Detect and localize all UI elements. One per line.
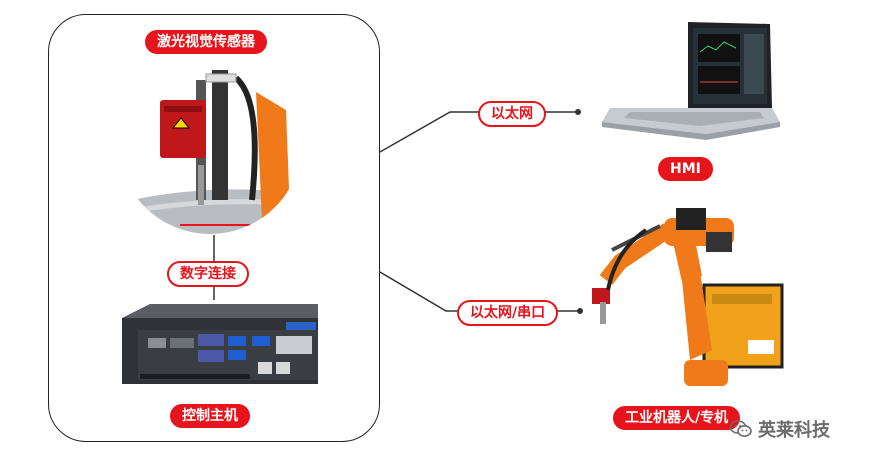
connector-dot-hmi [575, 109, 581, 115]
sensor-label: 激光视觉传感器 [145, 30, 267, 54]
robot-image [592, 208, 784, 386]
ethernet-serial-label: 以太网/串口 [457, 300, 559, 326]
watermark-text: 英莱科技 [758, 420, 830, 441]
hmi-label: HMI [658, 157, 713, 181]
robot-label: 工业机器人/专机 [613, 406, 741, 430]
wechat-icon [730, 420, 752, 437]
system-frame [48, 14, 380, 442]
digital-link-label: 数字连接 [167, 261, 249, 287]
laser-sensor-image [118, 50, 302, 234]
ethernet-label: 以太网 [478, 101, 546, 127]
controller-image [122, 304, 318, 384]
controller-label: 控制主机 [170, 404, 250, 428]
connector-dot-robot [577, 308, 583, 314]
hmi-laptop-image [602, 22, 780, 140]
